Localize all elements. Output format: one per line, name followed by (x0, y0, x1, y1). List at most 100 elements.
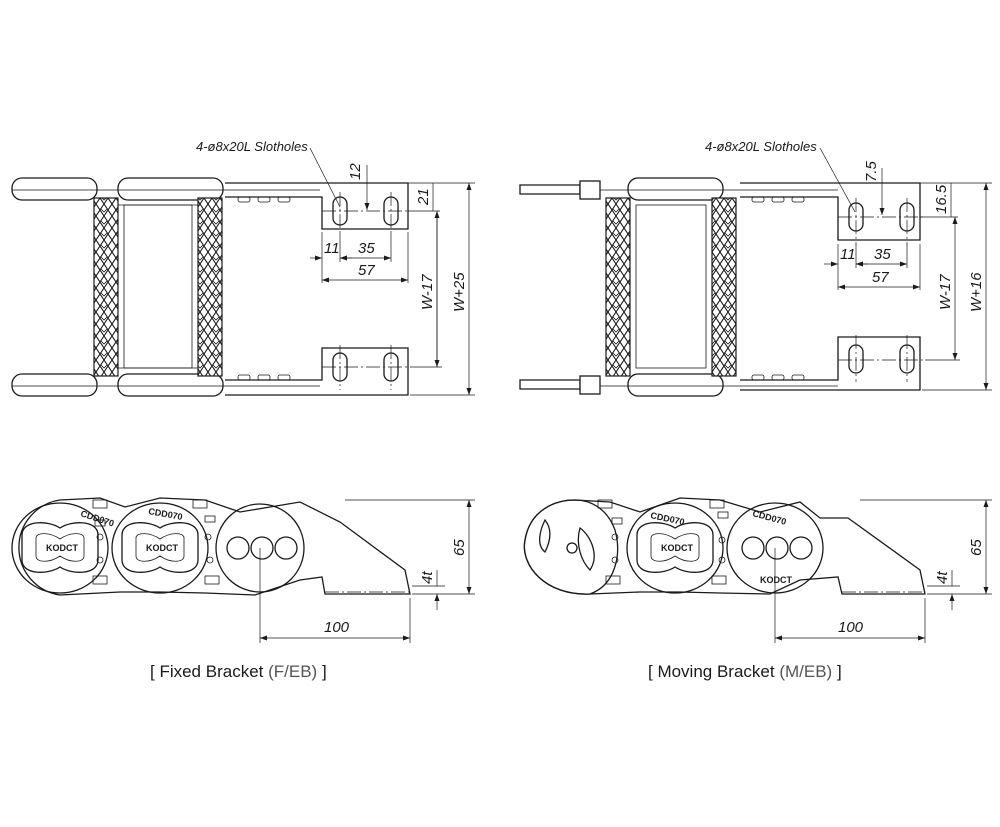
moving-slot-holes (848, 202, 915, 374)
fixed-slot-callout: 4-ø8x20L Slotholes (196, 139, 308, 154)
moving-end-block-top (579, 180, 601, 200)
fixed-cable-hole (274, 536, 298, 560)
fixed-cable-hole (250, 536, 274, 560)
moving-link-1-inner (650, 533, 700, 562)
moving-dim-4t: 4t (934, 571, 951, 584)
fixed-bracket-caption: [ Fixed Bracket (F/EB) ] (150, 662, 327, 682)
moving-side-view: KODCT KODCT CDD070 CDD070 65 4t 100 (523, 497, 992, 643)
fixed-top-link-left (11, 177, 98, 201)
fixed-side-outline (18, 497, 411, 596)
moving-link-2-brand: KODCT (760, 575, 792, 585)
moving-centerlines (838, 198, 925, 382)
fixed-callout-leader (309, 147, 341, 208)
fixed-caption-sub: (F/EB) (268, 662, 318, 681)
moving-slot-callout: 4-ø8x20L Slotholes (705, 139, 817, 154)
moving-caption-end: ] (832, 662, 842, 681)
fixed-dim-4t: 4t (419, 571, 436, 584)
fixed-centerlines (322, 192, 410, 390)
moving-end-block-bottom (579, 375, 601, 395)
moving-dim-extensions (837, 244, 921, 290)
moving-cable-hole (741, 536, 765, 560)
moving-dim-65: 65 (968, 539, 985, 556)
fixed-slot-holes (332, 196, 399, 382)
moving-plate-knobs (751, 196, 805, 381)
fixed-link-inner-pockets (35, 533, 185, 562)
fixed-bottom-link-left (11, 373, 98, 397)
fixed-side-view: KODCT KODCT CDD070 CDD070 65 4t 100 (11, 497, 475, 643)
moving-top-view: 4-ø8x20L Slotholes 7.5 16.5 11 35 57 W-1… (519, 139, 992, 397)
fixed-link-2-pocket (121, 522, 199, 573)
fixed-link-1-stamp: CDD070 (79, 508, 115, 528)
fixed-dim-65: 65 (451, 539, 468, 556)
fixed-dim-57: 57 (358, 262, 375, 279)
moving-link-2-stamp: CDD070 (751, 508, 787, 527)
fixed-dim-35: 35 (358, 240, 375, 257)
fixed-dim-wm17: W-17 (419, 274, 436, 310)
moving-side-lines (600, 189, 838, 387)
moving-link-1-brand: KODCT (661, 543, 693, 553)
moving-caption-sub: (M/EB) (779, 662, 833, 681)
moving-dim-4t-line (927, 570, 960, 610)
fixed-cable-hole (226, 536, 250, 560)
moving-tongue-top (519, 184, 581, 195)
moving-crossbar-2 (711, 197, 737, 377)
fixed-dim-12: 12 (347, 163, 364, 180)
fixed-inner-rails (118, 204, 198, 369)
fixed-dim-extensions (321, 232, 409, 283)
moving-dim-35: 35 (874, 246, 891, 263)
moving-caption-main: [ Moving Bracket (648, 662, 780, 681)
moving-dim-100: 100 (838, 619, 864, 636)
fixed-dim-wp25: W+25 (451, 272, 468, 312)
fixed-bracket-plate-bottom (225, 347, 409, 396)
moving-cable-hole (765, 536, 789, 560)
moving-bracket-plate-top (740, 182, 921, 241)
fixed-link-1-brand: KODCT (46, 543, 78, 553)
fixed-link-2 (111, 502, 209, 594)
moving-bracket-plate-bottom (740, 336, 921, 391)
fixed-link-1 (11, 502, 109, 594)
moving-dim-57: 57 (872, 269, 889, 286)
moving-link-1 (626, 502, 724, 594)
moving-dim-165-line (920, 182, 958, 218)
fixed-side-tabs (92, 499, 220, 585)
moving-end-cap-hole (566, 542, 578, 554)
moving-dim-wm17: W-17 (937, 274, 954, 310)
moving-bracket-caption: [ Moving Bracket (M/EB) ] (648, 662, 842, 682)
fixed-dim-11: 11 (324, 240, 340, 257)
moving-link-1-pocket (636, 522, 714, 573)
moving-cable-hole (789, 536, 813, 560)
fixed-dim-21: 21 (415, 188, 432, 206)
fixed-crossbar-2 (197, 197, 223, 377)
fixed-dim-100-ext (259, 548, 411, 643)
fixed-link-2-brand: KODCT (146, 543, 178, 553)
moving-dim-165: 16.5 (933, 184, 950, 214)
moving-callout-leader (819, 147, 856, 213)
moving-side-tabs (597, 499, 729, 585)
moving-dim-11: 11 (840, 246, 856, 263)
fixed-top-link-mid (117, 177, 224, 201)
moving-dim-100-ext (774, 548, 926, 643)
fixed-top-view: 4-ø8x20L Slotholes 12 21 11 35 57 W-17 W… (11, 139, 475, 397)
fixed-dim-4t-line (412, 570, 445, 610)
fixed-inner-opening (123, 204, 193, 369)
moving-tongue-bottom (519, 379, 581, 390)
moving-bottom-link (627, 373, 724, 397)
fixed-caption-main: [ Fixed Bracket (150, 662, 269, 681)
moving-crossbar-1 (605, 197, 631, 377)
moving-top-link (627, 177, 724, 201)
fixed-link-2-stamp: CDD070 (148, 506, 184, 522)
fixed-bracket-plate-top (225, 182, 409, 230)
fixed-side-lines (12, 189, 320, 387)
moving-end-cap (523, 499, 619, 595)
moving-dim-75: 7.5 (863, 160, 880, 182)
moving-dim-wp16: W+16 (968, 272, 985, 312)
fixed-plate-knobs (237, 196, 291, 381)
moving-inner-opening (635, 204, 707, 369)
fixed-dim-100: 100 (324, 619, 350, 636)
fixed-crossbar-1 (93, 197, 119, 377)
fixed-caption-end: ] (317, 662, 327, 681)
fixed-link-1-pocket (21, 522, 99, 573)
moving-side-outline (523, 497, 926, 595)
moving-end-cap-slots (539, 518, 595, 572)
